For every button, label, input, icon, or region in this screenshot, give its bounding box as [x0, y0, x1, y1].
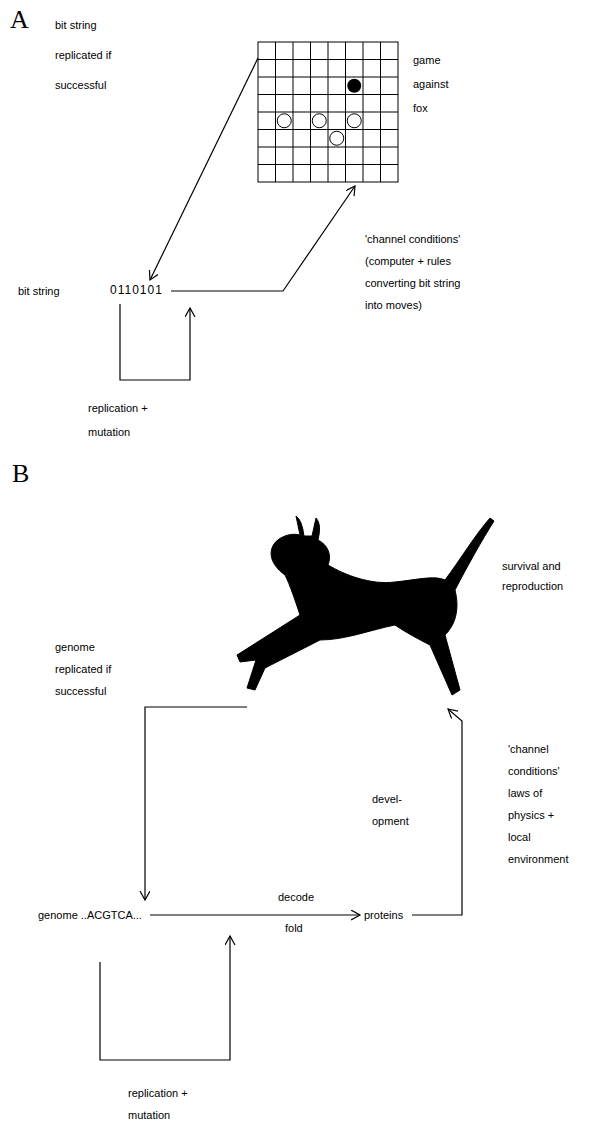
- edge-annotation: decode: [278, 890, 314, 904]
- game-board: [258, 42, 398, 182]
- hound-piece: [312, 114, 326, 128]
- annotation: bit string replicated if successful: [55, 10, 137, 100]
- annotation: 'channel conditions' laws of physics + l…: [508, 738, 572, 870]
- game-node: game against fox: [258, 42, 451, 182]
- node-label: game against fox: [413, 48, 448, 120]
- flow-arrow: [171, 186, 355, 291]
- node-label: bit string: [18, 284, 60, 298]
- board-frame: [258, 42, 398, 182]
- fox-piece: [347, 79, 361, 93]
- organism-node: survival and reproduction: [235, 512, 566, 707]
- annotation: replication + mutation: [88, 396, 160, 444]
- flow-arrow: [150, 58, 258, 280]
- genome-node: genome ..ACGTCA...: [38, 908, 144, 922]
- hound-piece: [347, 114, 361, 128]
- replication-loop: [100, 936, 230, 1060]
- replication-loop: [120, 304, 190, 380]
- proteins-node: proteins: [364, 908, 406, 922]
- bit-string-value: 0110101: [110, 283, 163, 297]
- bit-string-node: bit string 0110101: [18, 284, 165, 298]
- hound-piece: [277, 114, 291, 128]
- annotation: replication + mutation: [128, 1082, 200, 1126]
- edge-annotation: fold: [285, 921, 303, 935]
- animal-silhouette: [237, 516, 494, 695]
- flow-arrow: [412, 709, 462, 915]
- annotation: devel- opment: [372, 788, 416, 832]
- node-label: proteins: [364, 908, 403, 922]
- flow-arrow: [150, 914, 360, 915]
- flow-arrow: [145, 707, 247, 900]
- annotation: 'channel conditions' (computer + rules c…: [365, 228, 473, 316]
- annotation: genome replicated if successful: [55, 636, 123, 702]
- node-label: genome ..ACGTCA...: [38, 908, 142, 922]
- panel-letter: B: [12, 458, 29, 489]
- hound-piece: [330, 131, 344, 145]
- panel-letter: A: [10, 4, 29, 35]
- board-grid: [258, 42, 398, 182]
- node-label: survival and reproduction: [502, 556, 563, 596]
